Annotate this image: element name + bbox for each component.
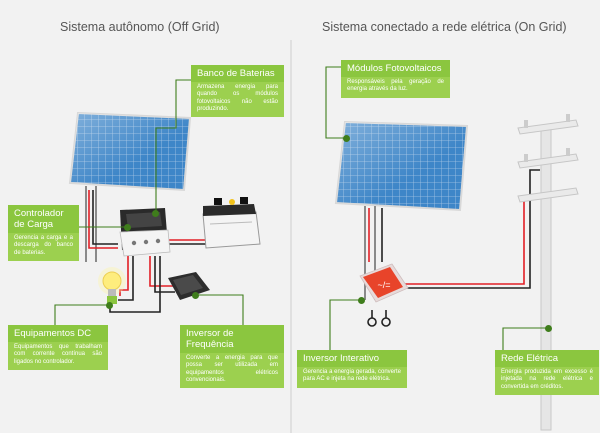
callout-title: Inversor Interativo bbox=[297, 350, 407, 367]
battery-device bbox=[202, 197, 261, 249]
inverter-int-dot bbox=[358, 297, 365, 304]
callout-controlador: Controlador de Carga Gerencia a carga e … bbox=[8, 205, 79, 261]
interactive-inverter-device: ~/= bbox=[359, 263, 409, 327]
callout-title: Banco de Baterias bbox=[191, 65, 284, 82]
callout-title: Equipamentos DC bbox=[8, 325, 108, 342]
callout-title: Módulos Fotovoltaicos bbox=[341, 60, 450, 77]
callout-text: Energia produzida em excesso é injetada … bbox=[495, 367, 599, 395]
callout-modulos: Módulos Fotovoltaicos Responsáveis pela … bbox=[341, 60, 450, 98]
svg-text:~/=: ~/= bbox=[377, 280, 390, 290]
callout-title: Rede Elétrica bbox=[495, 350, 599, 367]
callout-text: Responsáveis pela geração de energia atr… bbox=[341, 77, 450, 98]
callout-text: Gerencia a energia gerada, converte para… bbox=[297, 367, 407, 388]
lamp-dot bbox=[106, 302, 113, 309]
dc-lamp-device bbox=[98, 267, 126, 304]
callout-equipamentos-dc: Equipamentos DC Equipamentos que trabalh… bbox=[8, 325, 108, 370]
callout-text: Gerencia a carga e a descarga do banco d… bbox=[8, 233, 79, 261]
callout-inversor-frequencia: Inversor de Frequência Converte a energi… bbox=[180, 325, 284, 389]
callout-banco-baterias: Banco de Baterias Armazena energia para … bbox=[191, 65, 284, 118]
grid-dot bbox=[545, 325, 552, 332]
callout-text: Equipamentos que trabalham com corrente … bbox=[8, 342, 108, 370]
frequency-inverter-device bbox=[168, 272, 210, 300]
off-grid-title: Sistema autônomo (Off Grid) bbox=[60, 20, 220, 34]
utility-pole bbox=[517, 114, 579, 431]
callout-title: Controlador de Carga bbox=[8, 205, 79, 233]
off-grid-solar-panel bbox=[68, 111, 192, 262]
controller-dot bbox=[152, 210, 159, 217]
on-grid-title: Sistema conectado a rede elétrica (On Gr… bbox=[322, 20, 567, 34]
callout-title: Inversor de Frequência bbox=[180, 325, 284, 353]
callout-rede-eletrica: Rede Elétrica Energia produzida em exces… bbox=[495, 350, 599, 395]
charge-controller-device bbox=[119, 208, 171, 257]
inverter-freq-dot bbox=[192, 292, 199, 299]
callout-leaders bbox=[54, 66, 548, 350]
callout-inversor-interativo: Inversor Interativo Gerencia a energia g… bbox=[297, 350, 407, 388]
on-grid-solar-panel bbox=[334, 120, 469, 300]
controller-label-dot bbox=[124, 224, 131, 231]
callout-text: Armazena energia para quando os módulos … bbox=[191, 82, 284, 118]
callout-text: Converte a energia para que possa ser ut… bbox=[180, 353, 284, 389]
panel-dot bbox=[343, 135, 350, 142]
